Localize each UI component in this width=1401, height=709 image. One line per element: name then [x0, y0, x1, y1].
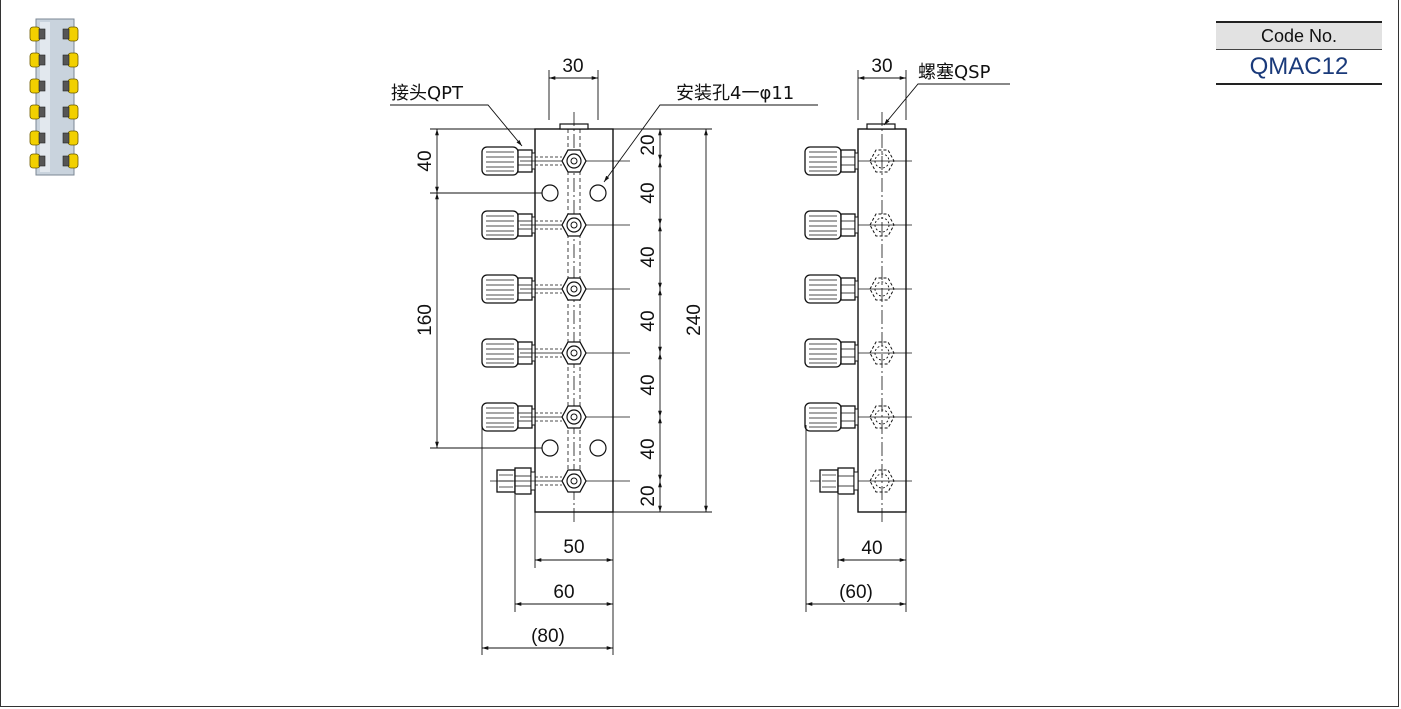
dim-total-height: 240 [684, 304, 705, 336]
callout-mount-hole: 安装孔4一φ11 [676, 83, 794, 104]
dim-side-bottom-60: (60) [839, 582, 873, 603]
dim-pitch-2: 40 [638, 246, 659, 267]
dim-pitch-4: 40 [638, 374, 659, 395]
dim-bottom-50: 50 [563, 537, 584, 558]
dim-pitch-5: 40 [638, 438, 659, 459]
front-view [534, 112, 614, 522]
front-outlets [481, 146, 630, 495]
dim-pitch-top: 20 [638, 134, 659, 155]
dim-left-160: 160 [415, 304, 436, 336]
code-number-box: Code No. QMAC12 [1216, 21, 1382, 85]
code-number-value: QMAC12 [1216, 49, 1382, 85]
code-number-header: Code No. [1216, 21, 1382, 49]
product-thumbnail-image [29, 18, 79, 176]
dim-bottom-80: (80) [531, 626, 565, 647]
dim-front-top-width: 30 [562, 56, 583, 77]
dim-side-top-width: 30 [871, 56, 892, 77]
dim-pitch-1: 40 [638, 182, 659, 203]
callout-plug-qsp: 螺塞QSP [918, 62, 991, 83]
side-dimension-lines [805, 70, 1010, 612]
dim-side-bottom-40: 40 [861, 538, 882, 559]
dim-pitch-3: 40 [638, 310, 659, 331]
side-view [810, 112, 912, 522]
front-dimension-lines [390, 70, 818, 655]
dim-pitch-bottom: 20 [638, 485, 659, 506]
dim-bottom-60: 60 [553, 582, 574, 603]
callout-joint-qpt: 接头QPT [391, 83, 464, 104]
dim-left-40: 40 [415, 150, 436, 171]
